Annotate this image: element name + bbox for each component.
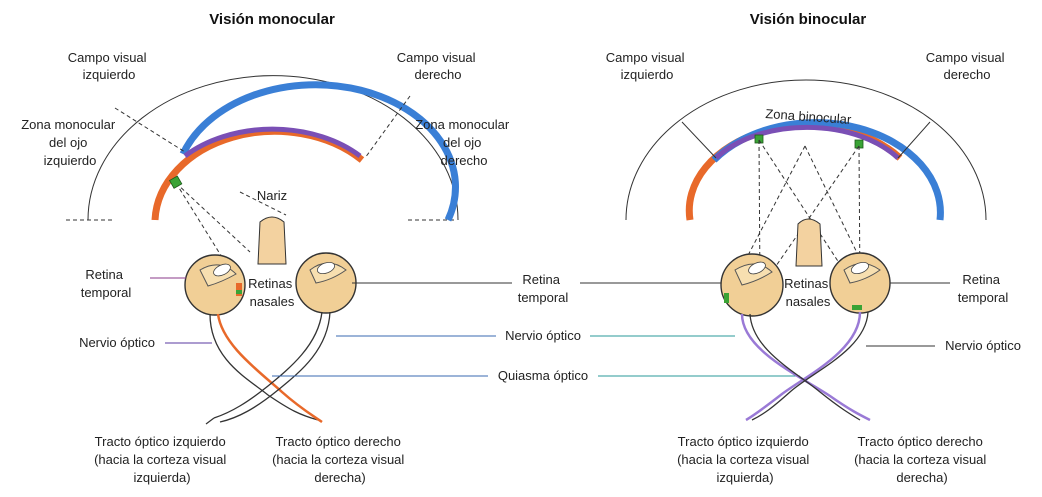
mono-nerve-right-inner [213,311,323,419]
bino-zone-label: Zona binocular [765,106,853,127]
mono-left-tract-label: Tracto óptico izquierdo (hacia la cortez… [94,434,230,485]
binocular-panel: Campo visual izquierdo Campo visual dere… [606,50,1021,485]
bino-left-field-label: Campo visual izquierdo [606,50,688,82]
bino-nerve-left-outer [749,313,861,421]
mono-right-field-label: Campo visual derecho [397,50,479,82]
bino-optic-nerve-label: Nervio óptico [945,338,1021,353]
mono-left-zone-label: Zona monocular del ojo izquierdo [21,117,119,168]
mono-right-eye-icon [295,252,357,314]
mono-left-eye-icon [184,254,246,316]
mono-right-eye-field-arc [179,81,459,222]
center-labels: Retina temporal Nervio óptico Quiasma óp… [272,272,800,383]
mono-retinas-nasales-label: Retinas nasales [248,276,296,309]
mono-field-dome [87,75,459,221]
mono-ray-1 [175,182,226,263]
title-binocular: Visión binocular [750,11,867,28]
bino-left-divider [681,121,717,159]
bino-right-eye-icon [829,252,891,314]
bino-tract-nasal-left [740,313,871,422]
mono-ray-2 [175,182,251,253]
mono-nerve-right-to-left [219,311,331,423]
bino-nerve-right-outer [751,311,869,421]
mono-nose-icon [257,216,287,265]
bino-left-eye-icon [720,253,784,317]
bino-retinas-nasales-label: Retinas nasales [784,276,832,309]
bino-ray-1 [758,139,761,289]
bino-retina-temporal-label: Retina temporal [958,272,1009,305]
mono-left-divider [114,107,186,153]
mono-left-tract-arrow-icon [205,417,215,425]
mono-nose-label: Nariz [257,188,287,203]
mono-nose-pointer [239,191,287,216]
mono-retina-temporal-label: Retina temporal [81,267,132,300]
center-retina-temporal-label: Retina temporal [518,272,569,305]
bino-overlap-arc [714,124,900,160]
mono-right-divider [364,95,411,159]
mono-optic-nerve-label: Nervio óptico [79,335,155,350]
mono-left-field-label: Campo visual izquierdo [68,50,150,82]
center-optic-nerve-label: Nervio óptico [505,328,581,343]
mono-field-marker-icon [168,175,183,189]
monocular-panel: Campo visual izquierdo Campo visual dere… [21,50,513,485]
title-monocular: Visión monocular [209,11,335,28]
mono-overlap-arc [183,126,362,158]
bino-left-tract-label: Tracto óptico izquierdo (hacia la cortez… [677,434,813,485]
bino-right-tract-label: Tracto óptico derecho (hacia la corteza … [854,434,990,485]
bino-right-field-label: Campo visual derecho [926,50,1008,82]
bino-right-divider [897,121,931,159]
mono-nerve-left-to-right [209,313,319,421]
bino-tract-nasal-right [745,311,862,422]
bino-nose-icon [795,218,823,267]
bino-ray-2 [758,139,859,293]
bino-field-dome [625,79,987,221]
mono-right-zone-label: Zona monocular del ojo derecho [415,117,513,168]
center-chiasm-label: Quiasma óptico [498,368,588,383]
mono-right-tract-label: Tracto óptico derecho (hacia la corteza … [272,434,408,485]
